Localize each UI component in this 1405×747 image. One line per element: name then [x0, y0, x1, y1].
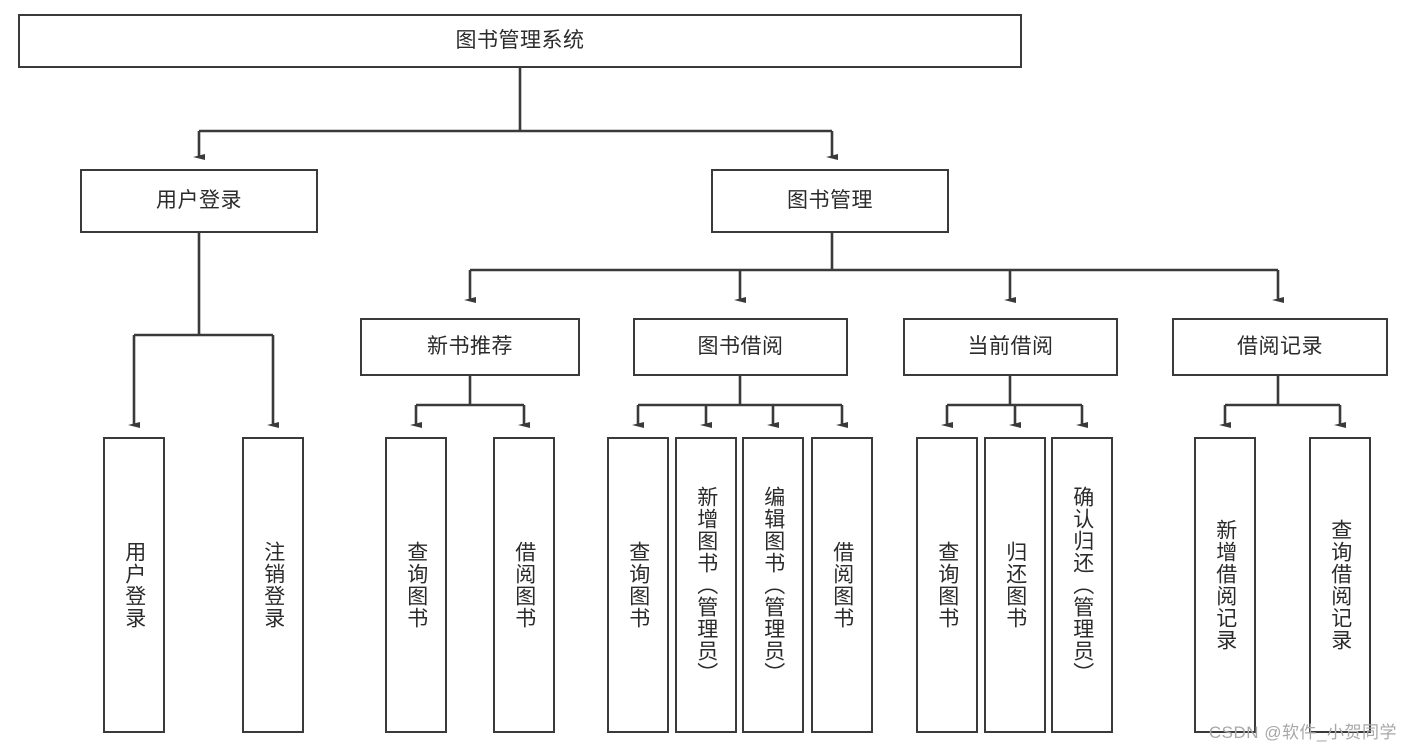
node-label: 当前借阅	[967, 335, 1054, 359]
node-label: 借阅记录	[1237, 335, 1323, 359]
node-label: 新增图书（管理员）	[694, 486, 718, 684]
node-root-book-management-system[interactable]: 图书管理系统	[18, 14, 1022, 68]
node-label: 查询图书	[935, 541, 959, 629]
watermark: CSDN @软件_小贺同学	[1208, 723, 1397, 742]
node-label: 借阅图书	[830, 541, 854, 629]
leaf-newbook-query-book[interactable]: 查询图书	[385, 437, 447, 733]
leaf-borrow-edit-book-admin[interactable]: 编辑图书（管理员）	[742, 437, 804, 733]
node-label: 归还图书	[1003, 541, 1027, 629]
leaf-borrow-query-book[interactable]: 查询图书	[607, 437, 669, 733]
node-book-management[interactable]: 图书管理	[711, 169, 949, 233]
leaf-newbook-borrow-book[interactable]: 借阅图书	[493, 437, 555, 733]
node-label: 查询图书	[404, 541, 428, 629]
leaf-record-query-record[interactable]: 查询借阅记录	[1309, 437, 1371, 733]
leaf-current-confirm-return-admin[interactable]: 确认归还（管理员）	[1051, 437, 1113, 733]
leaf-current-query-book[interactable]: 查询图书	[916, 437, 978, 733]
node-label: 图书管理系统	[455, 29, 585, 53]
node-label: 新增借阅记录	[1213, 519, 1237, 651]
node-label: 用户登录	[156, 189, 242, 213]
node-book-borrow[interactable]: 图书借阅	[633, 318, 848, 376]
node-current-borrow[interactable]: 当前借阅	[903, 318, 1118, 376]
node-label: 确认归还（管理员）	[1070, 486, 1094, 684]
node-label: 图书管理	[787, 189, 873, 213]
node-label: 图书借阅	[697, 335, 784, 359]
node-user-login[interactable]: 用户登录	[80, 169, 318, 233]
node-label: 注销登录	[261, 541, 285, 629]
leaf-logout[interactable]: 注销登录	[242, 437, 304, 733]
leaf-borrow-add-book-admin[interactable]: 新增图书（管理员）	[675, 437, 737, 733]
node-label: 新书推荐	[427, 335, 513, 359]
node-label: 借阅图书	[512, 541, 536, 629]
leaf-current-return-book[interactable]: 归还图书	[984, 437, 1046, 733]
node-label: 用户登录	[122, 541, 146, 629]
node-new-book-recommend[interactable]: 新书推荐	[360, 318, 580, 376]
node-label: 查询借阅记录	[1328, 519, 1352, 651]
leaf-record-add-record[interactable]: 新增借阅记录	[1194, 437, 1256, 733]
leaf-borrow-borrow-book[interactable]: 借阅图书	[811, 437, 873, 733]
leaf-user-login[interactable]: 用户登录	[103, 437, 165, 733]
node-label: 查询图书	[626, 541, 650, 629]
node-borrow-record[interactable]: 借阅记录	[1172, 318, 1388, 376]
node-label: 编辑图书（管理员）	[761, 486, 785, 684]
